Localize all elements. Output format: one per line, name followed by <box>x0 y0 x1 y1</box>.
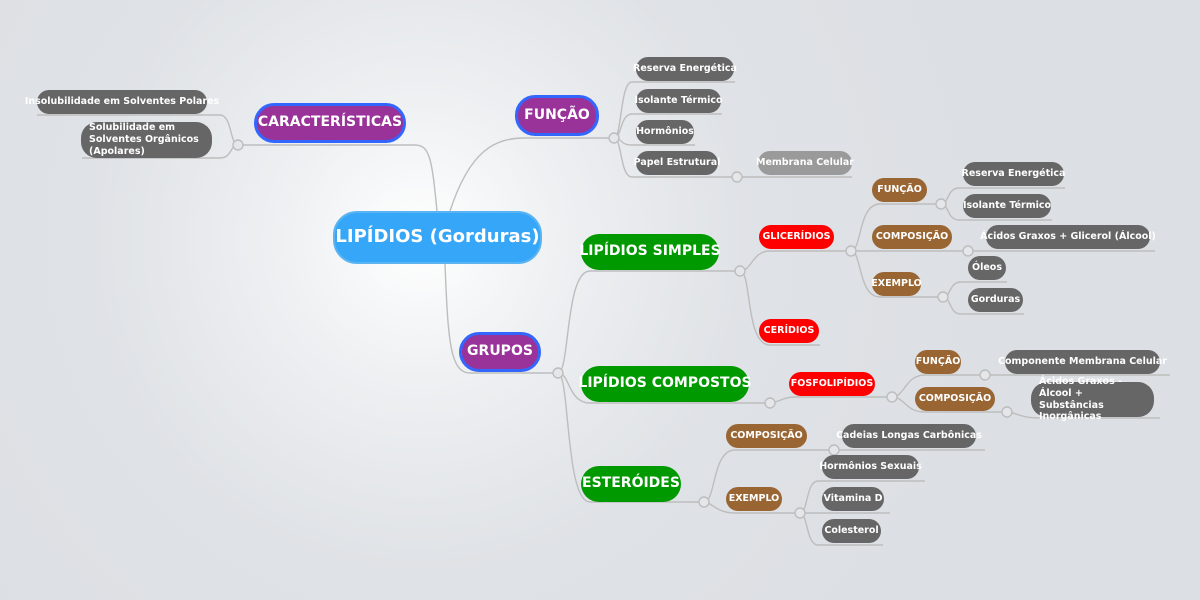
leaf-papel-estrutural[interactable]: Papel Estrutural <box>634 151 720 175</box>
collapse-toggle-circle[interactable] <box>1001 406 1013 418</box>
leaf-oleos[interactable]: Óleos <box>968 256 1006 280</box>
leaf-cadeias-longas[interactable]: Cadeias Longas Carbônicas <box>836 424 982 448</box>
collapse-toggle-circle[interactable] <box>979 369 991 381</box>
leaf-acidos-glicerol[interactable]: Ácidos Graxos + Glicerol (Álcool) <box>980 225 1156 249</box>
leaf-solubilidade[interactable]: Solubilidade em Solventes Orgânicos (Apo… <box>81 122 212 158</box>
collapse-toggle-circle[interactable] <box>734 265 746 277</box>
leaf-acidos-alcool[interactable]: Ácidos Graxos - Álcool + Substâncias Ino… <box>1031 376 1154 422</box>
connector <box>238 144 438 212</box>
node-esteroides[interactable]: ESTERÓIDES <box>581 466 681 502</box>
node-fosfolipidios[interactable]: FOSFOLIPÍDIOS <box>789 372 875 396</box>
collapse-toggle-circle[interactable] <box>794 507 806 519</box>
leaf-reserva-energetica[interactable]: Reserva Energética <box>633 57 737 81</box>
leaf-hormonios[interactable]: Hormônios <box>636 120 694 144</box>
collapse-toggle-circle[interactable] <box>886 391 898 403</box>
connector <box>557 372 704 503</box>
node-caracteristicas[interactable]: CARACTERÍSTICAS <box>254 103 406 143</box>
leaf-gorduras[interactable]: Gorduras <box>968 288 1023 312</box>
node-lipidios-compostos[interactable]: LIPÍDIOS COMPOSTOS <box>578 366 752 402</box>
node-glic-composicao[interactable]: COMPOSIÇÃO <box>872 225 952 249</box>
node-lipidios-simples[interactable]: LIPÍDIOS SIMPLES <box>579 234 721 270</box>
collapse-toggle-circle[interactable] <box>232 139 244 151</box>
connector <box>769 396 892 404</box>
collapse-toggle-circle[interactable] <box>962 245 974 257</box>
collapse-toggle-circle[interactable] <box>552 367 564 379</box>
node-funcao[interactable]: FUNÇÃO <box>515 95 599 136</box>
leaf-glic-reserva[interactable]: Reserva Energética <box>962 162 1065 186</box>
node-ceridios[interactable]: CERÍDIOS <box>759 319 819 343</box>
node-gliceridios[interactable]: GLICERÍDIOS <box>759 225 834 249</box>
collapse-toggle-circle[interactable] <box>698 496 710 508</box>
leaf-insolubilidade[interactable]: Insolubilidade em Solventes Polares <box>25 90 219 114</box>
leaf-hormonios-sexuais[interactable]: Hormônios Sexuais <box>819 455 922 479</box>
node-glic-exemplo[interactable]: EXEMPLO <box>871 272 922 296</box>
leaf-isolante-termico[interactable]: Isolante Térmico <box>634 89 723 113</box>
node-est-composicao[interactable]: COMPOSIÇÃO <box>726 424 807 448</box>
root-node[interactable]: LIPÍDIOS (Gorduras) <box>333 211 542 264</box>
connector <box>444 263 558 374</box>
leaf-membrana-celular[interactable]: Membrana Celular <box>756 151 854 175</box>
collapse-toggle-circle[interactable] <box>828 444 840 456</box>
leaf-componente-membrana[interactable]: Componente Membrana Celular <box>998 350 1167 374</box>
leaf-vitamina-d[interactable]: Vitamina D <box>822 487 884 511</box>
collapse-toggle-circle[interactable] <box>731 171 743 183</box>
node-grupos[interactable]: GRUPOS <box>459 332 541 372</box>
node-est-exemplo[interactable]: EXEMPLO <box>726 487 782 511</box>
collapse-toggle-circle[interactable] <box>764 397 776 409</box>
collapse-toggle-circle[interactable] <box>937 291 949 303</box>
node-fosfo-funcao[interactable]: FUNÇÃO <box>915 350 961 374</box>
node-fosfo-composicao[interactable]: COMPOSIÇÃO <box>915 387 995 411</box>
connector <box>449 137 614 212</box>
connector <box>739 250 851 272</box>
collapse-toggle-circle[interactable] <box>935 198 947 210</box>
collapse-toggle-circle[interactable] <box>608 132 620 144</box>
collapse-toggle-circle[interactable] <box>845 245 857 257</box>
node-glic-funcao[interactable]: FUNÇÃO <box>872 178 927 202</box>
leaf-glic-isolante[interactable]: Isolante Térmico <box>963 194 1051 218</box>
connector <box>557 270 740 374</box>
leaf-colesterol[interactable]: Colesterol <box>822 519 881 543</box>
